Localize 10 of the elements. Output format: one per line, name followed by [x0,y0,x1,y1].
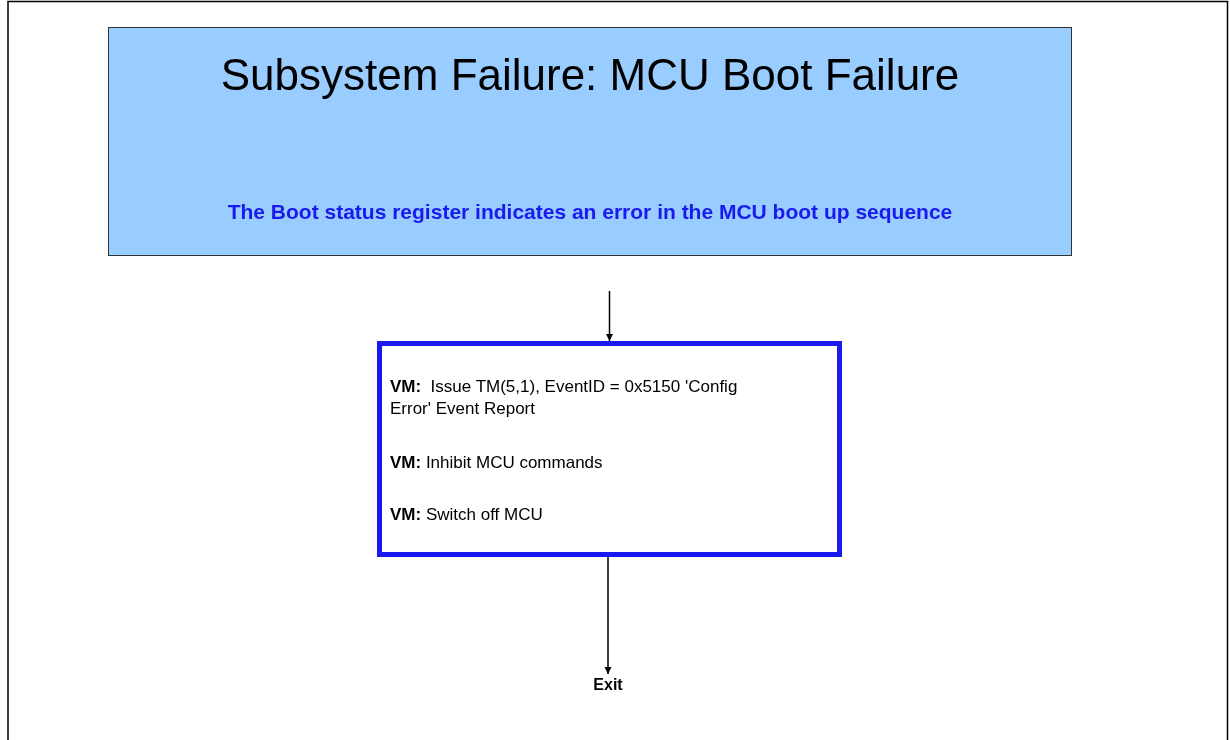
title-box [108,27,1072,256]
action-text: VM: Issue TM(5,1), EventID = 0x5150 'Config Error' Event Report [390,376,739,420]
action-text: VM: Switch off MCU [390,504,544,526]
arrow [606,290,613,342]
subtitle: The Boot status register indicates an error in the MCU boot up sequence [226,200,954,224]
box-heading: Subsystem Failure: MCU Boot Failure [219,50,961,100]
action-box [377,341,842,557]
action-text: VM: Inhibit MCU commands [390,452,604,474]
exit-text: Exit [592,676,624,694]
arrow [604,556,612,675]
